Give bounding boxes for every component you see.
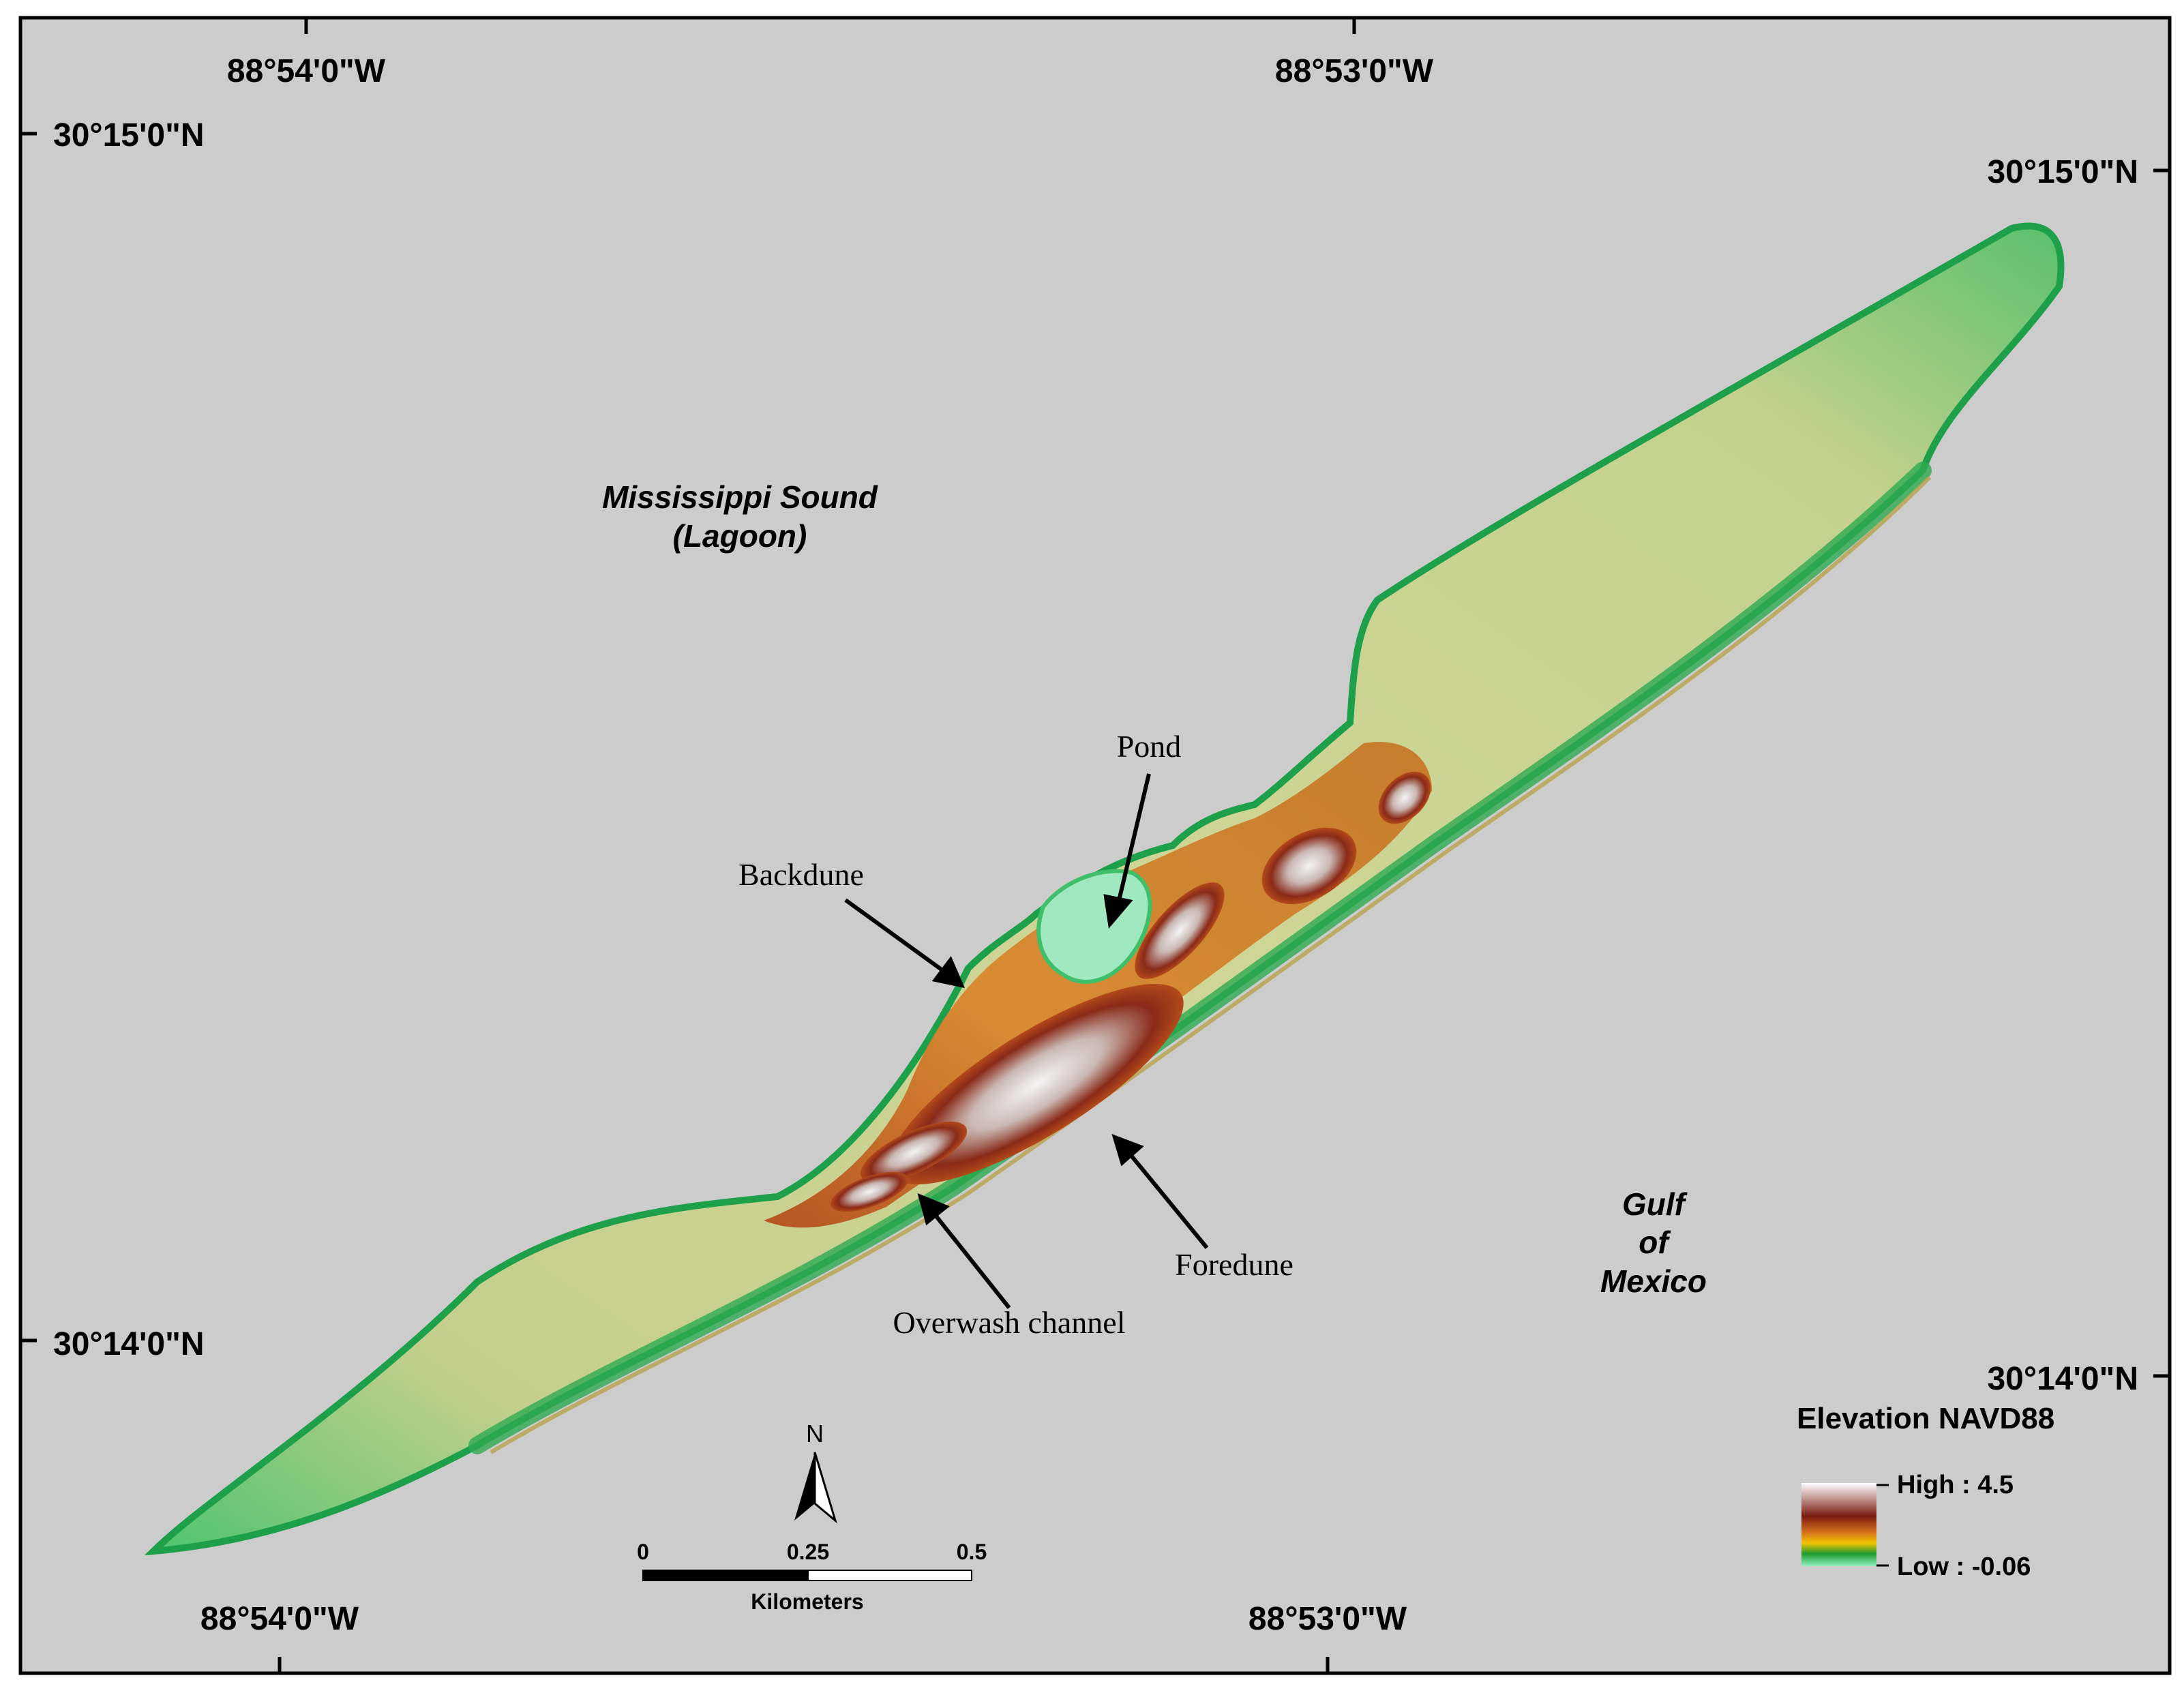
elevation-legend: Elevation NAVD88 High : 4.5 Low : -0.06	[1797, 1402, 2054, 1581]
scale-unit: Kilometers	[751, 1589, 863, 1614]
graticule-ticks	[20, 18, 2170, 1673]
longitude-label-top-left: 88°54'0"W	[227, 53, 386, 89]
scale-tick-mid: 0.25	[787, 1540, 829, 1564]
longitude-label-top-right: 88°53'0"W	[1275, 53, 1434, 89]
north-arrow-label: N	[806, 1420, 824, 1448]
overwash-arrowhead	[917, 1193, 950, 1226]
scale-bar-white-segment	[807, 1570, 972, 1581]
pond-arrowhead	[1103, 894, 1133, 929]
overwash-channel-label: Overwash channel	[893, 1305, 1125, 1340]
legend-title: Elevation NAVD88	[1797, 1402, 2054, 1435]
gulf-shoreline	[468, 462, 1932, 1454]
gulf-beach-line	[490, 475, 1932, 1454]
north-arrow: N	[794, 1420, 837, 1524]
pond-label: Pond	[1117, 729, 1182, 764]
latitude-label-left-top: 30°15'0"N	[53, 117, 205, 153]
legend-low-label: Low : -0.06	[1897, 1553, 2031, 1581]
dune-hummock	[1378, 771, 1431, 824]
north-arrow-right-half	[813, 1452, 837, 1524]
backdune-arrow	[844, 898, 946, 974]
backdune-label: Backdune	[738, 857, 864, 892]
gulf-label-line2: of	[1639, 1225, 1671, 1260]
map-frame	[18, 16, 2172, 1675]
gulf-label-line3: Mexico	[1600, 1263, 1707, 1299]
scale-bar: 0 0.25 0.5 Kilometers	[637, 1540, 987, 1614]
foredune-arrowhead	[1111, 1134, 1144, 1167]
longitude-label-bottom-left: 88°54'0"W	[200, 1601, 359, 1637]
dune-hummock	[1261, 828, 1357, 904]
legend-high-label: High : 4.5	[1897, 1471, 2014, 1499]
foredune-label: Foredune	[1175, 1247, 1293, 1282]
latitude-label-left-bottom: 30°14'0"N	[53, 1326, 205, 1362]
lagoon-label: (Lagoon)	[673, 518, 807, 554]
annotation-arrows	[844, 773, 1209, 1309]
foredune-arrow	[1126, 1151, 1209, 1249]
north-arrow-left-half	[794, 1452, 815, 1520]
gulf-label-line1: Gulf	[1622, 1186, 1688, 1222]
scale-bar-black-segment	[642, 1570, 809, 1581]
dune-hummock	[831, 1171, 908, 1212]
scale-tick-end: 0.5	[957, 1540, 987, 1564]
overwash-arrow	[932, 1212, 1011, 1309]
latitude-label-right-bottom: 30°14'0"N	[1987, 1361, 2138, 1397]
backdune-arrowhead	[931, 956, 966, 989]
longitude-label-bottom-right: 88°53'0"W	[1248, 1601, 1407, 1637]
dune-hummock	[860, 1121, 968, 1184]
pond-arrow	[1116, 773, 1151, 904]
latitude-label-right-top: 30°15'0"N	[1987, 154, 2138, 190]
mississippi-sound-label: Mississippi Sound	[602, 479, 878, 515]
scale-tick-0: 0	[637, 1540, 649, 1564]
dune-hummock	[1135, 882, 1225, 979]
legend-color-ramp	[1801, 1483, 1876, 1566]
